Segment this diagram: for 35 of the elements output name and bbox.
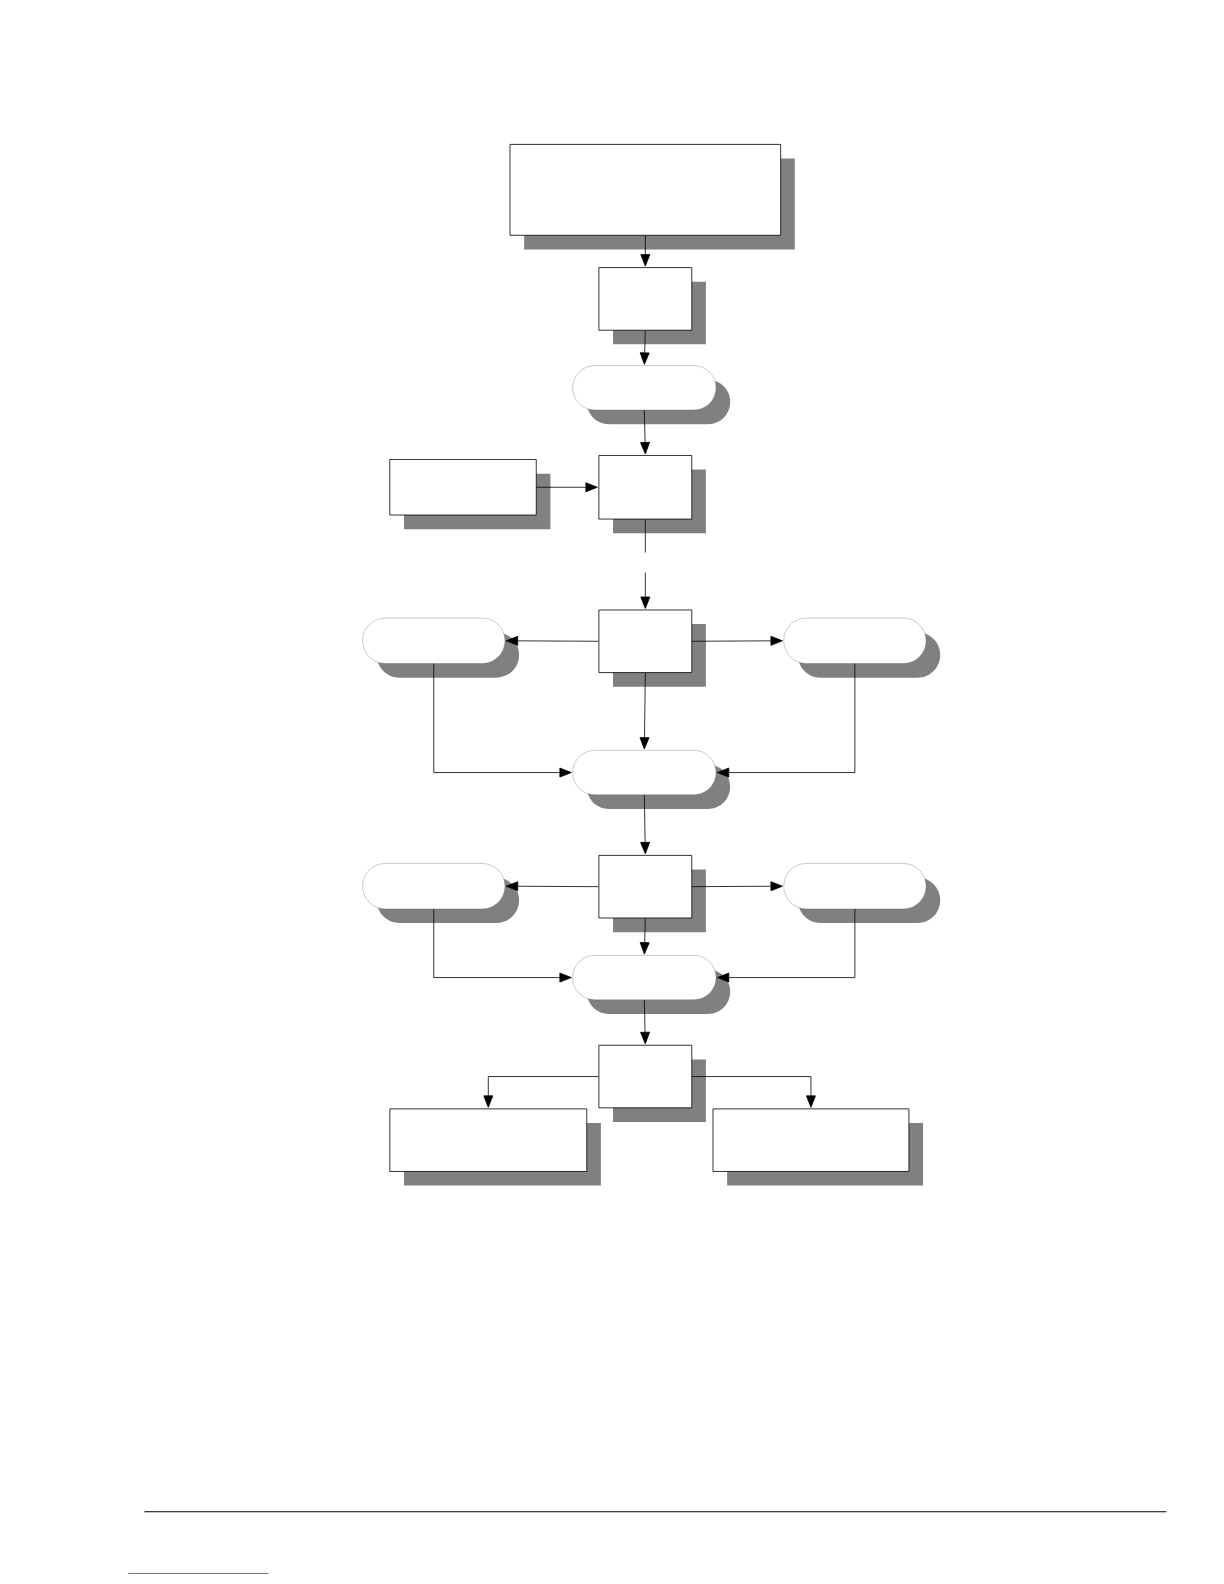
arrow xyxy=(640,409,650,455)
arrow xyxy=(639,672,650,750)
process-box xyxy=(389,1108,601,1186)
arrow xyxy=(639,330,650,365)
terminal-pill xyxy=(783,863,941,924)
arrow xyxy=(433,663,572,778)
arrow xyxy=(716,663,856,778)
process-box xyxy=(712,1108,924,1186)
arrow xyxy=(505,881,599,892)
arrow xyxy=(639,918,650,955)
arrow xyxy=(433,908,572,983)
arrow xyxy=(640,999,650,1045)
arrow xyxy=(536,482,598,493)
process-box xyxy=(598,455,706,534)
terminal-pill xyxy=(362,617,520,678)
arrow xyxy=(691,881,783,892)
terminal-pill xyxy=(572,750,731,809)
terminal-pill xyxy=(572,955,731,1014)
arrow xyxy=(640,519,651,609)
arrow xyxy=(505,635,599,646)
arrow xyxy=(691,1076,816,1108)
process-box xyxy=(598,855,706,933)
process-box xyxy=(598,267,706,345)
arrow xyxy=(640,235,651,267)
arrow xyxy=(691,635,783,646)
arrow xyxy=(483,1076,599,1108)
process-box xyxy=(598,609,706,687)
process-box xyxy=(598,1044,706,1122)
arrow xyxy=(716,908,856,983)
terminal-pill xyxy=(783,617,941,678)
process-box xyxy=(389,459,551,530)
arrow xyxy=(640,794,651,855)
terminal-pill xyxy=(572,365,731,425)
process-box xyxy=(509,144,795,250)
terminal-pill xyxy=(362,863,520,924)
